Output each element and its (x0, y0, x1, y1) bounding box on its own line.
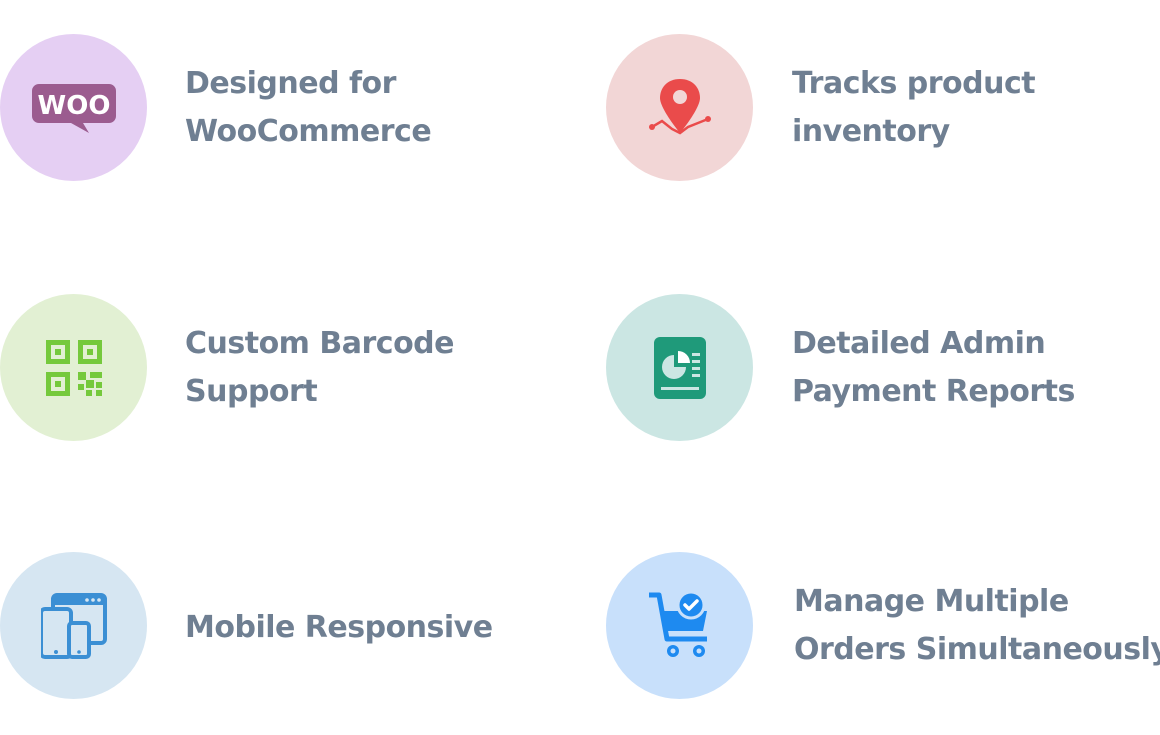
feature-label-line: Orders Simultaneously (794, 632, 1160, 667)
feature-label-line: Support (185, 374, 318, 409)
cart-check-icon (648, 590, 707, 657)
feature-label-line: Designed for (185, 66, 396, 101)
mobile-icon-circle (0, 552, 147, 699)
inventory-icon-circle (606, 34, 753, 181)
barcode-icon-circle (0, 294, 147, 441)
feature-label: Manage Multiple Orders Simultaneously (794, 578, 1160, 674)
feature-label: Detailed Admin Payment Reports (792, 320, 1075, 416)
woocommerce-logo-text: WOO (37, 91, 110, 121)
woocommerce-logo-icon: WOO (31, 83, 116, 133)
woocommerce-icon-circle: WOO (0, 34, 147, 181)
feature-label: Tracks product inventory (792, 60, 1036, 156)
feature-label-line: Manage Multiple (794, 584, 1069, 619)
feature-label-line: inventory (792, 114, 950, 149)
feature-label-line: Tracks product (792, 66, 1036, 101)
feature-label-line: Custom Barcode (185, 326, 455, 361)
feature-label-line: Payment Reports (792, 374, 1075, 409)
feature-label: Mobile Responsive (185, 604, 493, 652)
orders-icon-circle (606, 552, 753, 699)
feature-label: Custom Barcode Support (185, 320, 455, 416)
report-document-icon (653, 336, 706, 399)
devices-icon (40, 592, 107, 659)
feature-label-line: WooCommerce (185, 114, 432, 149)
reports-icon-circle (606, 294, 753, 441)
feature-label-line: Detailed Admin (792, 326, 1046, 361)
feature-label: Designed for WooCommerce (185, 60, 432, 156)
feature-label-line: Mobile Responsive (185, 610, 493, 645)
location-pin-icon (648, 78, 711, 134)
qr-code-icon (45, 339, 102, 396)
